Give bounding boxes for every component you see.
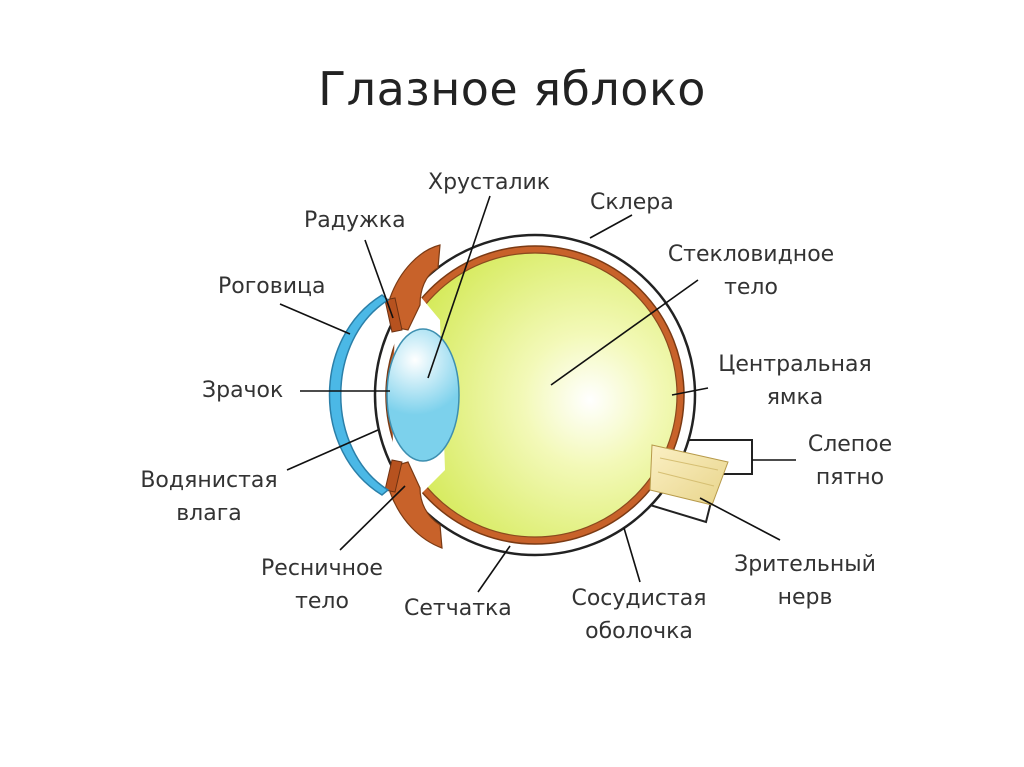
label-pupil: Зрачок — [202, 378, 284, 403]
leader-iris — [364, 239, 394, 319]
leader-lens — [427, 195, 491, 379]
label-fovea: Центральная ямка — [718, 352, 872, 410]
iris-bottom — [384, 459, 403, 493]
label-blind-spot: Слепое пятно — [807, 432, 893, 490]
label-choroid: Сосудистая оболочка — [571, 586, 707, 644]
leader-aqueous — [286, 429, 379, 471]
label-ciliary: Ресничное тело — [261, 556, 383, 614]
label-aqueous: Водянистая влага — [140, 468, 278, 526]
leader-sclera — [589, 214, 633, 239]
label-retina: Сетчатка — [404, 596, 512, 621]
leader-ciliary — [339, 485, 406, 551]
leader-cornea — [279, 303, 351, 335]
ciliary-body-bottom — [389, 461, 443, 549]
label-sclera: Склера — [590, 190, 674, 215]
page-title: Глазное яблоко — [318, 62, 706, 116]
leader-optic-nerve — [699, 497, 781, 541]
label-optic-nerve: Зрительный нерв — [734, 552, 876, 610]
leader-vitreous — [550, 279, 699, 386]
leader-fovea — [671, 387, 709, 396]
label-vitreous: Стекловидное тело — [667, 242, 835, 300]
ciliary-body-top — [389, 244, 441, 331]
leader-choroid — [623, 527, 641, 583]
label-lens: Хрусталик — [428, 170, 551, 195]
label-iris: Радужка — [304, 208, 406, 233]
lens — [386, 328, 460, 462]
leader-retina — [477, 545, 511, 593]
label-cornea: Роговица — [218, 274, 326, 299]
